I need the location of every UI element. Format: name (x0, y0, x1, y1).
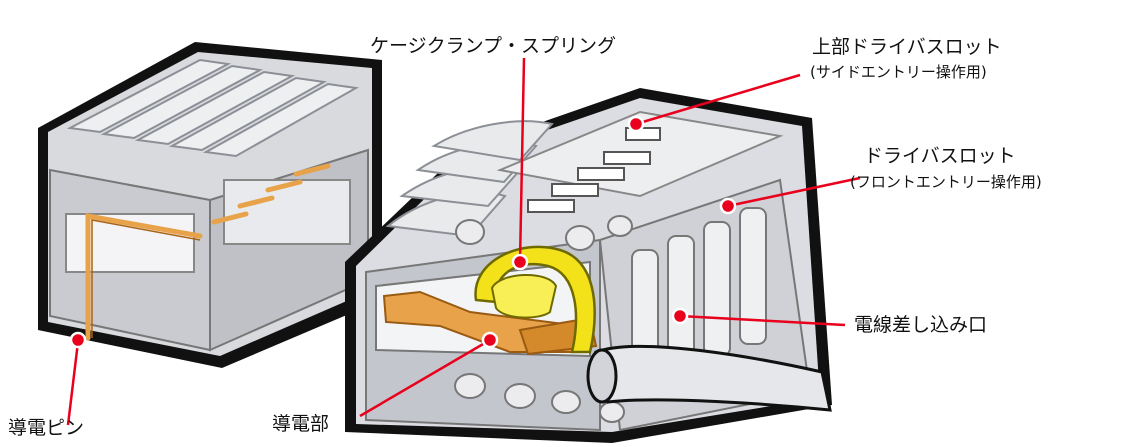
label-conductive-pin: 導電ピン (8, 417, 85, 439)
marker-front-slot (719, 197, 737, 215)
marker-spring (511, 253, 529, 271)
label-front-driver-slot: ドライバスロット (864, 145, 1016, 167)
pin-header (38, 42, 382, 368)
marker-top-slot (627, 115, 645, 133)
label-top-driver-slot-note: (サイドエントリー操作用) (810, 63, 987, 81)
label-top-driver-slot: 上部ドライバスロット (812, 36, 1002, 58)
marker-pin (69, 331, 87, 349)
marker-wire-entry (671, 307, 689, 325)
label-conductor: 導電部 (272, 413, 330, 435)
spring-connector (345, 88, 832, 443)
label-front-driver-slot-note: (フロントエントリー操作用) (850, 173, 1042, 191)
label-wire-entry: 電線差し込み口 (854, 314, 988, 336)
marker-conductor (481, 331, 499, 349)
callout-lines (66, 57, 861, 426)
label-cage-clamp-spring: ケージクランプ・スプリング (370, 35, 617, 57)
callout-dots (69, 115, 737, 349)
